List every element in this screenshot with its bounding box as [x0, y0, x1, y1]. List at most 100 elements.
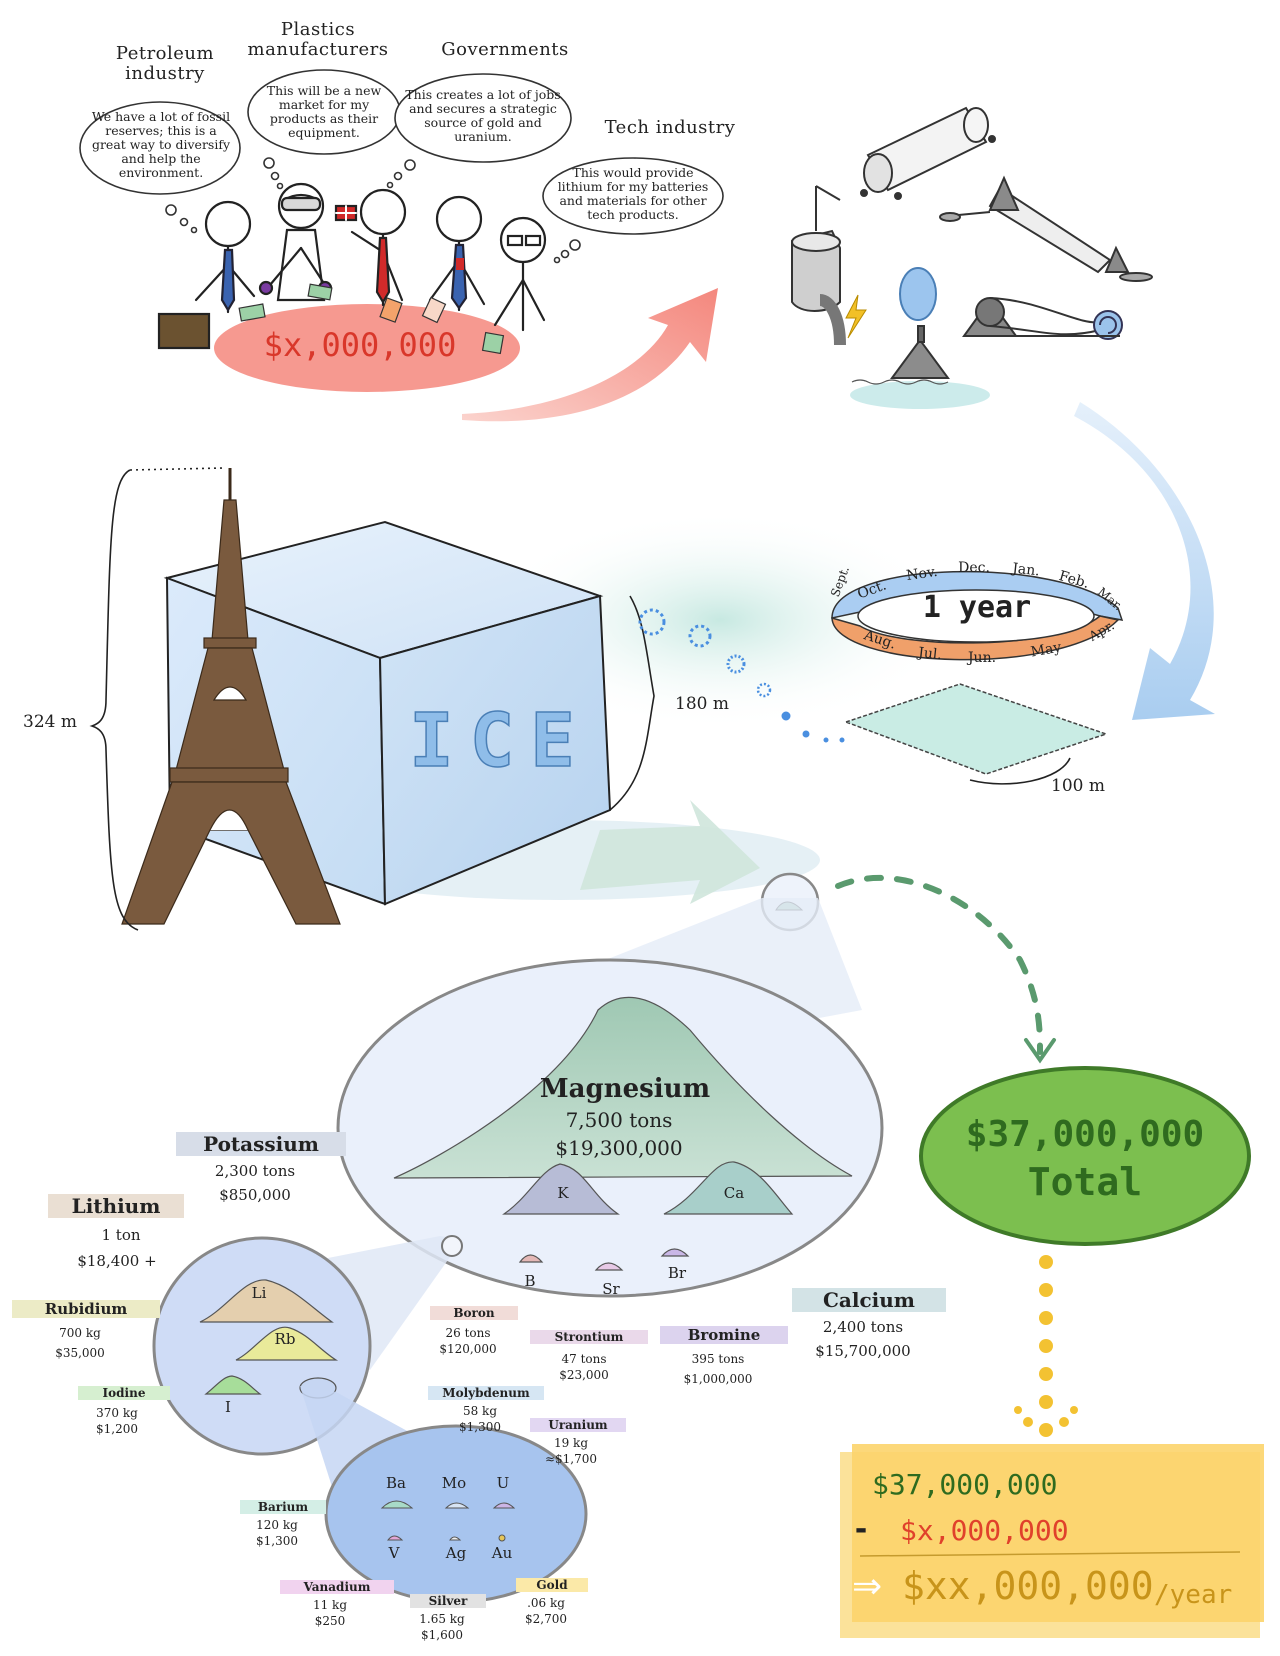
boron-amount: 26 tons — [445, 1326, 491, 1340]
symbol-Li: Li — [251, 1284, 267, 1302]
investment-table — [214, 304, 520, 392]
boron-value: $120,000 — [439, 1342, 497, 1356]
quote-plastics: This will be a new market for my product… — [266, 83, 382, 140]
quote-petroleum: We have a lot of fossil reserves; this i… — [91, 109, 231, 180]
dashed-green-arrow — [835, 875, 1056, 1064]
month-dec: Dec. — [958, 560, 990, 576]
potassium-amount: 2,300 tons — [214, 1162, 296, 1180]
quote-tech: This would provide lithium for my batter… — [557, 165, 709, 222]
result-minus: - — [852, 1512, 871, 1547]
investment-amount: $x,000,000 — [263, 326, 457, 364]
symbol-Sr: Sr — [602, 1280, 620, 1298]
symbol-Ba: Ba — [386, 1474, 406, 1492]
iodine-value: $1,200 — [96, 1422, 138, 1436]
uranium-amount: 19 kg — [553, 1436, 589, 1450]
molybdenum-amount: 58 kg — [462, 1404, 498, 1418]
symbol-Ag: Ag — [445, 1544, 467, 1562]
lithium-name: Lithium — [48, 1194, 184, 1218]
symbol-K: K — [557, 1184, 569, 1202]
barium-name: Barium — [240, 1500, 326, 1514]
mineral-piles-mid — [199, 1279, 339, 1399]
strontium-value: $23,000 — [559, 1368, 609, 1382]
result-cost: $x,000,000 — [900, 1514, 1069, 1547]
symbol-Au: Au — [491, 1544, 513, 1562]
rubidium-amount: 700 kg — [59, 1326, 101, 1340]
molybdenum-name: Molybdenum — [428, 1386, 544, 1400]
ice-label: ICE — [408, 697, 591, 785]
iodine-amount: 370 kg — [96, 1406, 138, 1420]
result-box — [840, 1444, 1264, 1638]
gold-amount: .06 kg — [527, 1596, 565, 1610]
quote-governments: This creates a lot of jobs and secures a… — [405, 87, 561, 144]
result-per-year: /year — [1154, 1580, 1233, 1610]
vanadium-amount: 11 kg — [312, 1598, 348, 1612]
silver-value: $1,600 — [421, 1628, 463, 1642]
potassium-name: Potassium — [176, 1132, 346, 1156]
ice-slab — [843, 683, 1109, 775]
calcium-name: Calcium — [792, 1288, 946, 1312]
total-label: Total — [1027, 1160, 1143, 1204]
strontium-name: Strontium — [530, 1330, 648, 1344]
symbol-Br: Br — [667, 1264, 687, 1282]
block-side: 180 m — [675, 694, 729, 714]
magnesium-value: $19,300,000 — [555, 1136, 683, 1160]
symbol-B: B — [524, 1272, 536, 1290]
magnesium-amount: 7,500 tons — [565, 1108, 673, 1132]
silver-amount: 1.65 kg — [419, 1612, 465, 1626]
symbol-Rb: Rb — [274, 1330, 296, 1348]
stakeholder-heading-petroleum: Petroleum industry — [115, 43, 215, 84]
vanadium-value: $250 — [314, 1614, 346, 1628]
gold-name: Gold — [516, 1578, 588, 1592]
slab-side: 100 m — [1051, 776, 1105, 796]
result-revenue: $37,000,000 — [872, 1468, 1058, 1501]
tower-height: 324 m — [23, 712, 77, 732]
symbol-Mo: Mo — [441, 1474, 467, 1492]
dotted-yellow-arrow — [1014, 1255, 1078, 1437]
boron-name: Boron — [430, 1306, 518, 1320]
eiffel-tower — [121, 468, 341, 925]
timeline-center: 1 year — [922, 590, 1032, 625]
extraction-machinery — [791, 106, 1153, 409]
magnifier-tiny — [441, 1235, 463, 1257]
rubidium-name: Rubidium — [12, 1300, 160, 1318]
bromine-amount: 395 tons — [691, 1352, 745, 1366]
stakeholder-heading-plastics: Plastics manufacturers — [247, 19, 389, 60]
gold-value: $2,700 — [525, 1612, 567, 1626]
result-arrow-icon: ⇒ — [852, 1566, 883, 1607]
potassium-value: $850,000 — [219, 1186, 291, 1204]
magnesium-name: Magnesium — [539, 1074, 711, 1104]
total-amount: $37,000,000 — [965, 1114, 1205, 1155]
ice-flow-arrow — [580, 800, 760, 904]
stick-figures — [157, 182, 547, 350]
result-profit: $xx,000,000 — [902, 1564, 1154, 1608]
salmon-arrow — [462, 288, 718, 422]
rubidium-value: $35,000 — [55, 1346, 105, 1360]
calcium-amount: 2,400 tons — [822, 1318, 904, 1336]
month-jun: Jun. — [967, 650, 997, 666]
lithium-value: $18,400 + — [77, 1252, 157, 1270]
bromine-value: $1,000,000 — [683, 1372, 753, 1386]
barium-amount: 120 kg — [256, 1518, 298, 1532]
bromine-name: Bromine — [660, 1326, 788, 1344]
uranium-name: Uranium — [530, 1418, 626, 1432]
molybdenum-value: $1,300 — [459, 1420, 501, 1434]
mineral-piles-small — [380, 1500, 516, 1542]
strontium-amount: 47 tons — [561, 1352, 607, 1366]
iodine-name: Iodine — [78, 1386, 170, 1400]
calcium-value: $15,700,000 — [815, 1342, 911, 1360]
vanadium-name: Vanadium — [280, 1580, 394, 1594]
year-ring — [831, 570, 1124, 661]
mineral-piles-main — [393, 996, 853, 1271]
symbol-V: V — [388, 1544, 400, 1562]
lithium-amount: 1 ton — [101, 1226, 141, 1244]
barium-value: $1,300 — [256, 1534, 298, 1548]
silver-name: Silver — [410, 1594, 486, 1608]
symbol-U: U — [496, 1474, 510, 1492]
symbol-I: I — [225, 1398, 231, 1416]
stakeholder-heading-governments: Governments — [441, 39, 569, 60]
stakeholder-heading-tech: Tech industry — [604, 117, 736, 138]
symbol-Ca: Ca — [723, 1184, 745, 1202]
total-oval — [919, 1066, 1251, 1246]
snowflakes — [638, 608, 845, 743]
